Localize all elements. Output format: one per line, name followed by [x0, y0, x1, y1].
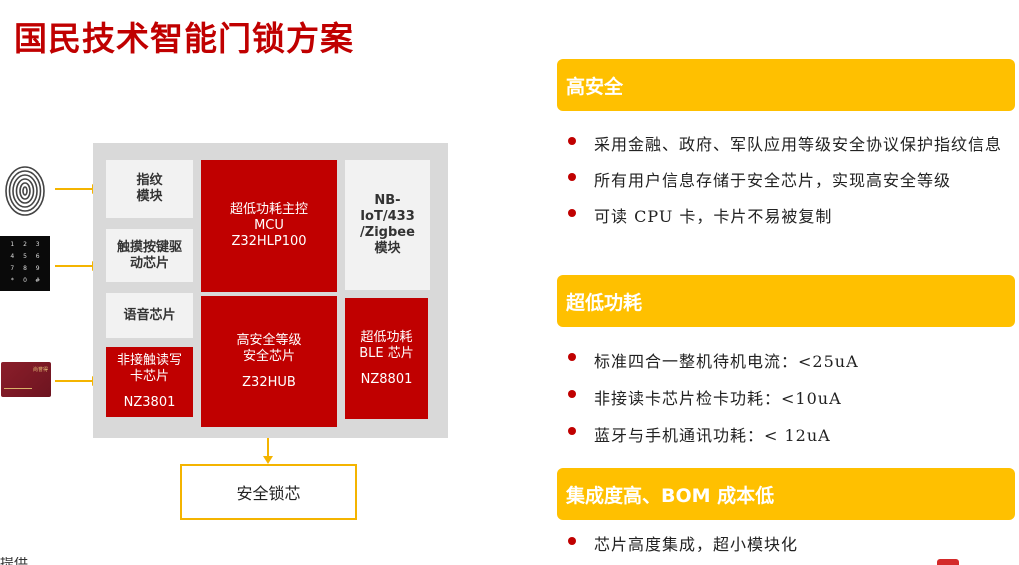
touch-key-driver-label: 触摸按键驱 动芯片: [116, 239, 182, 271]
mcu-label: 超低功耗主控 MCU: [229, 202, 308, 233]
list-item-text: 可读 CPU 卡，卡片不易被复制: [594, 207, 833, 226]
card-brand: 尚誉得: [32, 367, 48, 373]
ble-chip: 超低功耗 BLE 芯片 NZ8801: [345, 298, 428, 419]
arrow-keypad: [55, 261, 100, 271]
keypad-key: 1: [10, 241, 15, 248]
nfc-reader-label: 非接触读写 卡芯片: [116, 353, 182, 384]
keypad-key: #: [35, 277, 41, 284]
arrow-fingerprint: [55, 184, 100, 194]
security-chip: 高安全等级 安全芯片 Z32HUB: [201, 296, 337, 427]
bullet-dot: [568, 209, 576, 217]
keypad-key: 8: [23, 265, 27, 272]
page-title: 国民技术智能门锁方案: [14, 19, 354, 58]
list-item: 标准四合一整机待机电流：<25uA: [566, 343, 1016, 380]
keypad-key: 5: [23, 253, 27, 260]
keypad-key: 3: [35, 241, 40, 248]
arrow-to-lock: [263, 438, 273, 464]
list-item: 所有用户信息存储于安全芯片，实现高安全等级: [566, 163, 1016, 199]
bullet-dot: [568, 427, 576, 435]
section-header-integration: 集成度高、BOM 成本低: [557, 468, 1015, 520]
keypad-key: *: [10, 277, 14, 284]
bullet-dot: [568, 173, 576, 181]
voice-chip-label: 语音芯片: [123, 307, 176, 323]
bullet-dot: [568, 353, 576, 361]
fingerprint-module: 指纹 模块: [106, 160, 193, 218]
list-item-text: 芯片高度集成，超小模块化: [594, 535, 799, 554]
section-header-low-power: 超低功耗: [557, 275, 1015, 327]
lock-core-label: 安全锁芯: [236, 484, 301, 503]
keypad-image: 1 2 3 4 5 6 7 8 9 * 0 #: [0, 236, 50, 291]
keypad-key: 0: [23, 277, 27, 284]
security-chip-label: 高安全等级 安全芯片: [236, 332, 302, 364]
fingerprint-module-label: 指纹 模块: [136, 173, 163, 204]
mcu-chip: 超低功耗主控 MCU Z32HLP100: [201, 160, 337, 292]
touch-key-driver-chip: 触摸按键驱 动芯片: [106, 229, 193, 282]
bullet-dot: [568, 537, 576, 545]
list-item-text: 蓝牙与手机通讯功耗：< 12uA: [594, 426, 831, 445]
ble-chip-model: NZ8801: [360, 371, 413, 387]
chip-panel: 指纹 模块 触摸按键驱 动芯片 语音芯片 非接触读写 卡芯片 NZ3801 超低…: [93, 143, 448, 438]
nfc-reader-model: NZ3801: [123, 395, 176, 410]
fingerprint-icon: [5, 166, 45, 216]
keypad-key: 7: [10, 265, 15, 272]
list-item: 可读 CPU 卡，卡片不易被复制: [566, 199, 1016, 235]
list-item: 非接读卡芯片检卡功耗：<10uA: [566, 380, 1016, 417]
footer-fragment: 提供: [0, 557, 28, 565]
list-item-text: 标准四合一整机待机电流：<25uA: [594, 352, 859, 371]
section-header-security: 高安全: [557, 59, 1015, 111]
list-item: 蓝牙与手机通讯功耗：< 12uA: [566, 417, 1016, 454]
arrow-card: [55, 376, 100, 386]
security-bullets: 采用金融、政府、军队应用等级安全协议保护指纹信息 所有用户信息存储于安全芯片，实…: [566, 127, 1016, 235]
keypad-grid: 1 2 3 4 5 6 7 8 9 * 0 #: [0, 236, 50, 289]
mcu-model: Z32HLP100: [231, 234, 307, 249]
comm-module-label: NB- IoT/433 /Zigbee 模块: [360, 193, 415, 256]
bullet-dot: [568, 137, 576, 145]
section-header-integration-text: 集成度高、BOM 成本低: [566, 484, 775, 507]
keypad-key: 6: [35, 253, 40, 260]
low-power-bullets: 标准四合一整机待机电流：<25uA 非接读卡芯片检卡功耗：<10uA 蓝牙与手机…: [566, 343, 1016, 454]
nfc-reader-chip: 非接触读写 卡芯片 NZ3801: [106, 347, 193, 417]
list-item: 芯片高度集成，超小模块化: [566, 527, 1016, 563]
keypad-key: 2: [23, 241, 27, 248]
section-header-low-power-text: 超低功耗: [566, 291, 643, 314]
keypad-key: 4: [10, 253, 15, 260]
voice-chip: 语音芯片: [106, 293, 193, 338]
list-item-text: 非接读卡芯片检卡功耗：<10uA: [594, 389, 842, 408]
logo-fragment: [937, 559, 959, 565]
card-stripe: [4, 388, 32, 389]
lock-core-box: 安全锁芯: [180, 464, 357, 520]
list-item-text: 所有用户信息存储于安全芯片，实现高安全等级: [594, 171, 952, 190]
card-image: 尚誉得: [1, 362, 51, 397]
bullet-dot: [568, 390, 576, 398]
keypad-key: 9: [35, 265, 40, 272]
comm-module: NB- IoT/433 /Zigbee 模块: [345, 160, 430, 290]
integration-bullets: 芯片高度集成，超小模块化: [566, 527, 1016, 563]
security-chip-model: Z32HUB: [242, 374, 296, 390]
section-header-security-text: 高安全: [566, 75, 624, 98]
list-item: 采用金融、政府、军队应用等级安全协议保护指纹信息: [566, 127, 1016, 163]
list-item-text: 采用金融、政府、军队应用等级安全协议保护指纹信息: [594, 135, 1003, 154]
ble-chip-label: 超低功耗 BLE 芯片: [359, 329, 414, 361]
